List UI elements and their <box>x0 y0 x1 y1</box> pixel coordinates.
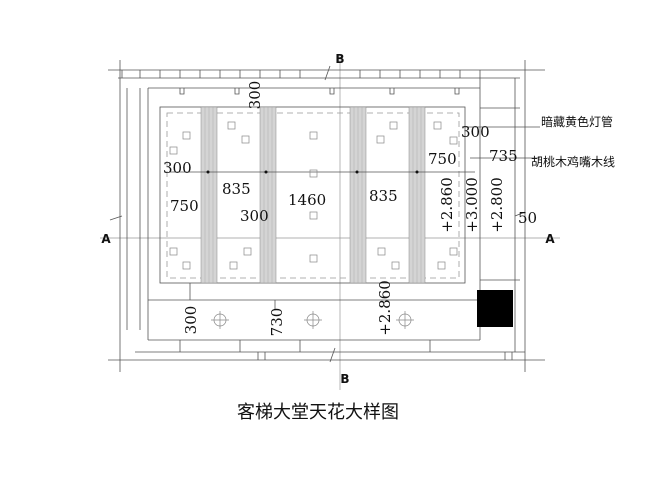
dim-bay-835-right: 835 <box>369 187 398 205</box>
dim-bottom-730: 730 <box>268 308 286 337</box>
dim-right-300: 300 <box>461 123 490 141</box>
dim-left-750: 750 <box>170 197 199 215</box>
level-2800: +2.800 <box>488 177 506 233</box>
dim-left-300: 300 <box>163 159 192 177</box>
axis-label-a-left: A <box>101 232 111 246</box>
level-2860: +2.860 <box>438 177 456 233</box>
dim-right-750: 750 <box>428 150 457 168</box>
leader-lines <box>189 126 540 310</box>
outer-walls <box>108 60 545 372</box>
level-bottom-2860: +2.860 <box>376 280 394 336</box>
square-downlight-icons <box>169 121 458 270</box>
axis-label-a-right: A <box>545 232 555 246</box>
dim-center-1460: 1460 <box>288 191 326 209</box>
dim-inner-300: 300 <box>240 207 269 225</box>
ceiling-panel <box>159 106 466 284</box>
axis-label-b-bottom: B <box>340 372 349 386</box>
hidden-lamp-outline <box>166 112 460 279</box>
level-3000: +3.000 <box>463 177 481 233</box>
note-walnut-molding: 胡桃木鸡嘴木线 <box>531 154 615 169</box>
column-block <box>477 290 513 327</box>
round-downlight-icons <box>211 311 414 329</box>
dim-bay-835-left: 835 <box>222 180 251 198</box>
dim-right-735: 735 <box>489 147 518 165</box>
dim-edge-50: 50 <box>518 209 537 227</box>
axis-label-b-top: B <box>335 52 344 66</box>
drawing-title: 客梯大堂天花大样图 <box>237 402 399 423</box>
dim-bottom-300: 300 <box>182 306 200 335</box>
note-hidden-lamp: 暗藏黄色灯管 <box>541 114 613 129</box>
dim-top-offset: 300 <box>246 81 264 110</box>
